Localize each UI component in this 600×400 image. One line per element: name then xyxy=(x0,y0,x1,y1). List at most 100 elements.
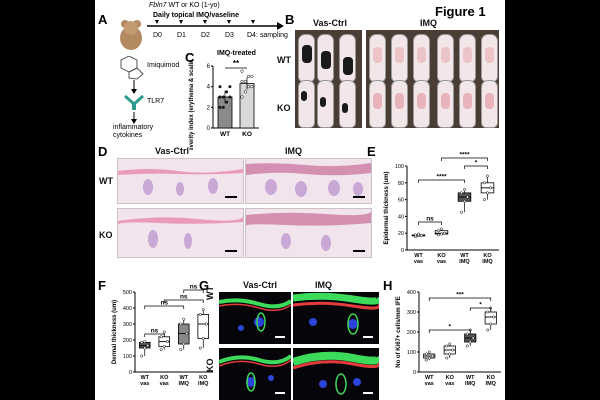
panel-label-e: E xyxy=(367,144,376,159)
data-point xyxy=(460,191,463,195)
row-label-wt: WT xyxy=(99,176,113,186)
timeline-d2: D2 xyxy=(201,32,210,39)
panel-label-c: C xyxy=(185,50,195,65)
significance-bracket xyxy=(418,179,465,183)
y-tick-label: 300 xyxy=(123,322,132,328)
lesion-area xyxy=(463,93,472,109)
data-point xyxy=(247,85,251,89)
x-tick-label: vas xyxy=(425,381,434,387)
data-point xyxy=(140,354,144,358)
data-point xyxy=(466,195,469,199)
y-tick-label: 40 xyxy=(398,214,404,220)
scale-bar xyxy=(363,336,373,338)
fluorescence-image-wt-vas xyxy=(219,292,291,344)
mouse-photo xyxy=(413,80,430,128)
scale-bar xyxy=(275,392,285,394)
x-tick-label: vas xyxy=(140,381,149,387)
lesion-area xyxy=(441,47,450,63)
data-point xyxy=(201,336,205,340)
data-point xyxy=(445,356,449,360)
data-point xyxy=(162,330,166,334)
panel-label-f: F xyxy=(98,278,106,293)
significance-label: *** xyxy=(456,292,464,299)
significance-bracket xyxy=(163,299,204,303)
data-point xyxy=(201,308,205,312)
y-axis-label: No of Ki67+ cells/mm IFE xyxy=(396,296,402,368)
mouse-photo xyxy=(317,80,334,128)
fluorescence-image-wt-imq xyxy=(293,292,379,344)
mouse-photo xyxy=(298,80,315,128)
treatment-label: Daily topical IMQ/vaseline xyxy=(153,12,239,19)
timeline-d1: D1 xyxy=(177,32,186,39)
y-axis-label: Dermal thickness (um) xyxy=(112,300,118,364)
data-point xyxy=(159,348,163,352)
y-tick-label: 0 xyxy=(401,248,404,254)
data-point xyxy=(198,346,202,350)
data-point xyxy=(463,199,466,203)
mouse-photo xyxy=(339,34,356,82)
data-point xyxy=(146,344,150,348)
data-point xyxy=(465,332,469,336)
row-label-wt: WT xyxy=(277,55,291,65)
data-point xyxy=(417,232,420,236)
scale-bar xyxy=(225,196,237,198)
y-axis-label: Severity index (erythema & scaling (0-6)… xyxy=(189,60,195,150)
x-tick-label: IMQ xyxy=(179,381,190,387)
data-point xyxy=(427,350,431,354)
significance-bracket xyxy=(464,165,488,169)
y-tick-label: 0 xyxy=(207,126,211,132)
data-point xyxy=(427,356,431,360)
x-tick-label: IMQ xyxy=(459,259,470,265)
data-point xyxy=(243,90,247,94)
lesion-area xyxy=(417,93,426,109)
figure-title: Figure 1 xyxy=(435,4,486,19)
timeline-arrow xyxy=(147,20,284,30)
row-label-wt: WT xyxy=(205,286,215,300)
y-tick-label: 80 xyxy=(398,181,404,187)
panel-label-g: G xyxy=(199,278,210,293)
x-tick-label: vas xyxy=(445,381,454,387)
data-point xyxy=(247,74,251,78)
fur-patch xyxy=(301,91,307,101)
y-tick-label: 200 xyxy=(407,330,416,336)
lesion-area xyxy=(373,93,382,109)
y-axis-label: Epidermal thickness (um) xyxy=(384,171,390,244)
data-point xyxy=(250,85,254,89)
y-tick-label: 100 xyxy=(395,164,404,170)
fur-patch xyxy=(320,97,326,107)
data-point xyxy=(228,85,232,89)
scale-bar xyxy=(275,336,285,338)
data-point xyxy=(162,344,166,348)
significance-label: ns xyxy=(151,328,159,335)
mouse-photo-imq xyxy=(366,30,499,128)
figure: Figure 1 A Fbln7 WT or KO (1-yo) Daily t… xyxy=(95,0,505,400)
fur-patch xyxy=(342,103,348,113)
timeline-d4: D4: sampling xyxy=(247,32,288,39)
col-header-imq: IMQ xyxy=(420,18,437,28)
row-label-ko: KO xyxy=(277,103,291,113)
x-tick-label: vas xyxy=(437,259,446,265)
data-point xyxy=(430,354,434,358)
timeline-d0: D0 xyxy=(153,32,162,39)
col-header-vas: Vas-Ctrl xyxy=(243,280,278,290)
data-point xyxy=(240,95,244,99)
data-point xyxy=(218,95,222,99)
data-point xyxy=(250,74,254,78)
data-point xyxy=(225,90,229,94)
y-tick-label: 0 xyxy=(129,370,132,376)
data-point xyxy=(140,340,144,344)
significance-label: ** xyxy=(233,60,240,68)
data-point xyxy=(486,310,490,314)
col-header-imq: IMQ xyxy=(315,280,332,290)
data-point xyxy=(486,174,489,178)
data-point xyxy=(489,322,493,326)
data-point xyxy=(240,79,244,84)
histology-image-wt-imq xyxy=(245,158,372,204)
data-point xyxy=(198,312,202,316)
panel-label-d: D xyxy=(98,144,108,159)
fluorescence-image-ko-imq xyxy=(293,348,379,400)
data-point xyxy=(420,234,423,238)
data-point xyxy=(221,95,225,99)
data-point xyxy=(445,344,449,348)
